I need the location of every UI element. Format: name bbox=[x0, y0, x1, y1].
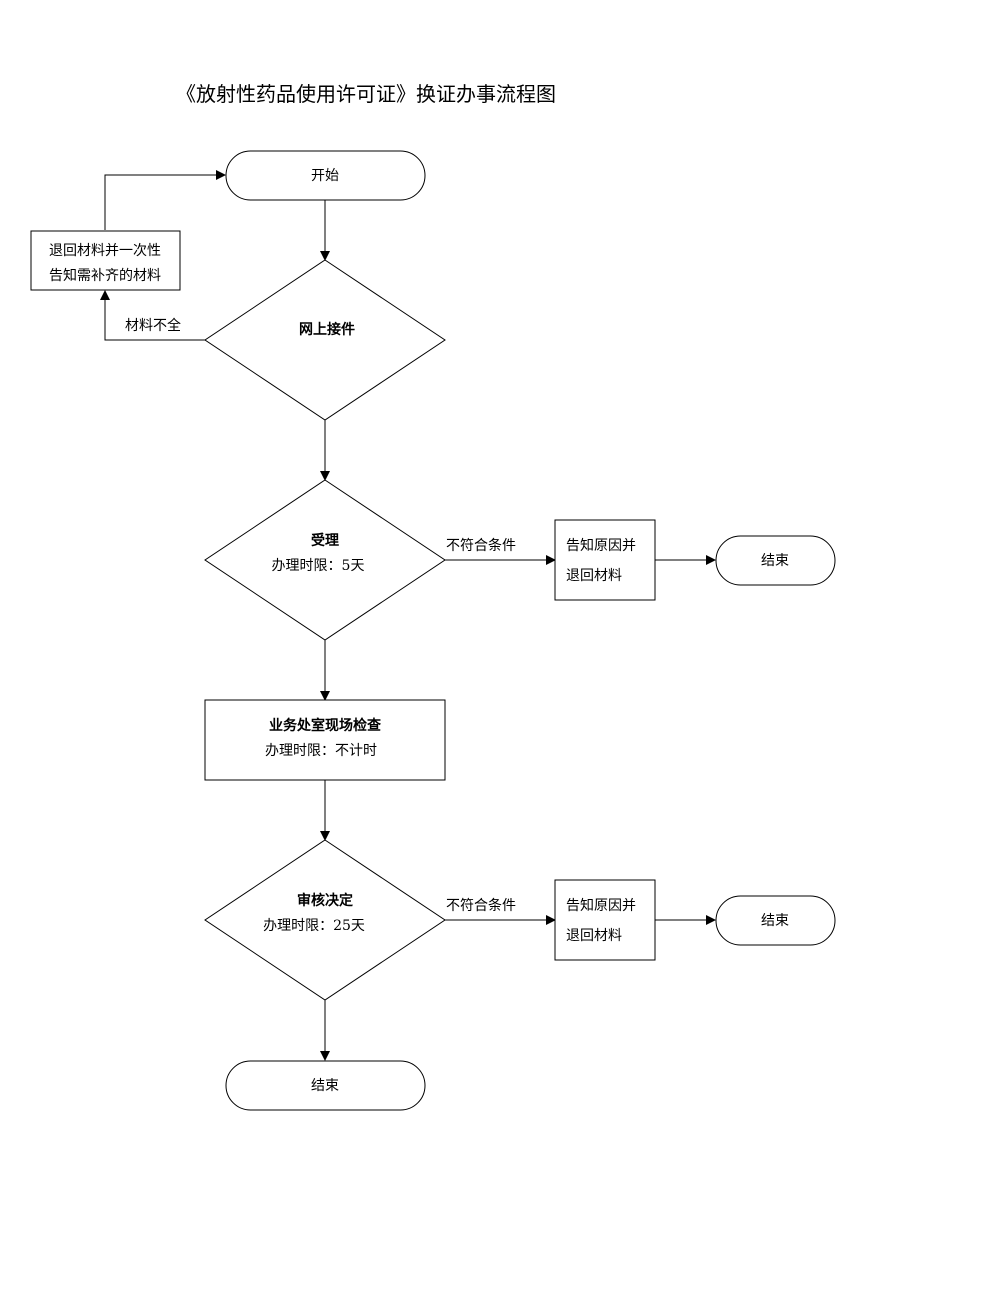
end-node-2: 结束 bbox=[715, 895, 836, 946]
notify-2-line2: 退回材料 bbox=[566, 928, 622, 944]
edge-online-to-return bbox=[100, 290, 205, 341]
start-node: 开始 bbox=[225, 150, 426, 201]
edge-return-to-start bbox=[104, 170, 226, 230]
edge-label-noncompliant-2: 不符合条件 bbox=[446, 897, 516, 914]
notify-1-line1: 告知原因并 bbox=[566, 537, 636, 554]
notify-return-box-2: 告知原因并 退回材料 bbox=[554, 879, 656, 961]
online-reception-label: 网上接件 bbox=[299, 321, 355, 338]
notify-1-line2: 退回材料 bbox=[566, 568, 622, 584]
edge-label-incomplete: 材料不全 bbox=[125, 317, 181, 334]
notify-2-line1: 告知原因并 bbox=[566, 897, 636, 914]
return-materials-line1: 退回材料并一次性 bbox=[49, 243, 161, 259]
site-inspection-title: 业务处室现场检查 bbox=[269, 717, 382, 734]
end-1-label: 结束 bbox=[761, 553, 789, 569]
edge-label-noncompliant-1: 不符合条件 bbox=[446, 537, 516, 554]
end-node-final: 结束 bbox=[225, 1060, 426, 1111]
review-decision: 审核决定 办理时限：25天 bbox=[204, 839, 446, 1001]
review-title: 审核决定 bbox=[297, 892, 353, 909]
return-materials-line2: 告知需补齐的材料 bbox=[49, 267, 161, 284]
end-final-label: 结束 bbox=[311, 1078, 339, 1094]
end-2-label: 结束 bbox=[761, 913, 789, 929]
site-inspection-box: 业务处室现场检查 办理时限：不计时 bbox=[204, 699, 446, 781]
end-node-1: 结束 bbox=[715, 535, 836, 586]
notify-return-box-1: 告知原因并 退回材料 bbox=[554, 519, 656, 601]
online-reception-decision: 网上接件 bbox=[204, 259, 446, 421]
page-title: 《放射性药品使用许可证》换证办事流程图 bbox=[176, 82, 556, 106]
acceptance-title: 受理 bbox=[311, 532, 339, 549]
acceptance-time-limit: 办理时限：5天 bbox=[272, 558, 365, 574]
start-label: 开始 bbox=[311, 168, 339, 184]
return-materials-box: 退回材料并一次性 告知需补齐的材料 bbox=[30, 230, 181, 291]
acceptance-decision: 受理 办理时限：5天 bbox=[204, 479, 446, 641]
site-inspection-time-limit: 办理时限：不计时 bbox=[265, 743, 377, 759]
review-time-limit: 办理时限：25天 bbox=[263, 918, 365, 934]
